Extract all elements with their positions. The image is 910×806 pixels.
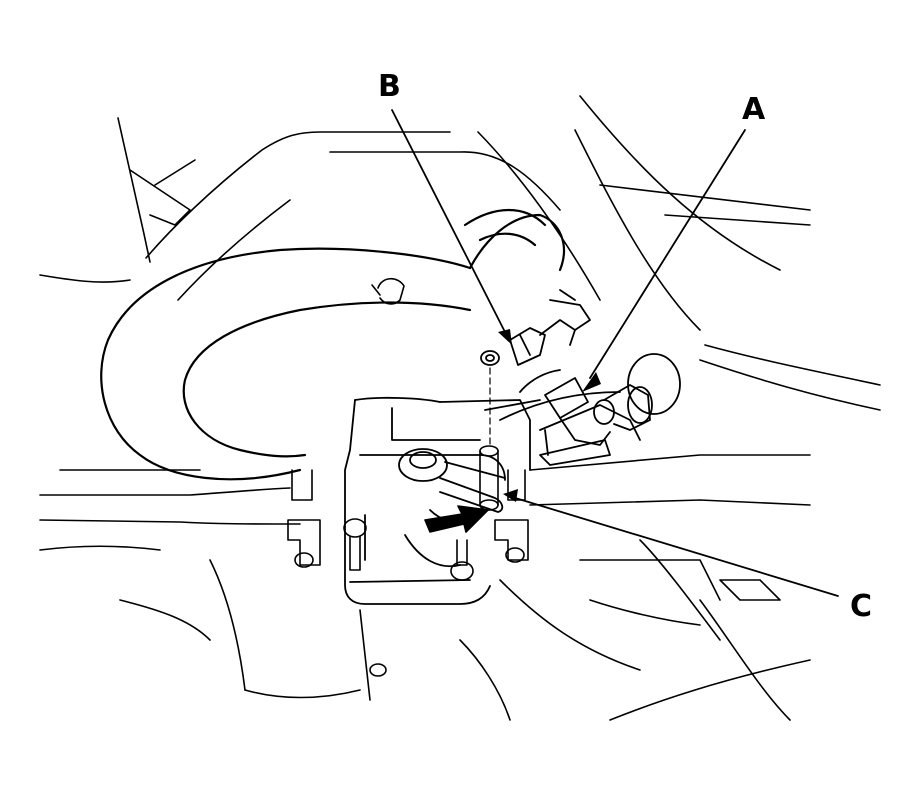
- leader-lines: [391, 109, 839, 597]
- callout-label-a: A: [742, 92, 766, 127]
- hose-fitting: [480, 289, 591, 366]
- coolant-hose: [100, 208, 565, 481]
- callout-label-c: C: [850, 589, 873, 624]
- lower-pipe: [39, 454, 811, 551]
- rotation-arrow: [424, 505, 489, 533]
- throttle-lever: [398, 448, 506, 513]
- right-clamp: [494, 469, 529, 563]
- left-clamp: [287, 469, 321, 568]
- upper-clip: [371, 277, 405, 305]
- lower-engine-parts: [119, 539, 811, 721]
- cable-bracket: [484, 353, 681, 466]
- callout-label-b: B: [378, 69, 401, 104]
- throttle-housing: [344, 396, 531, 605]
- engine-block-outline: [39, 95, 881, 411]
- leader-arrowheads: [498, 329, 601, 502]
- housing-bolts: [343, 518, 474, 581]
- linkage-pin: [479, 445, 499, 511]
